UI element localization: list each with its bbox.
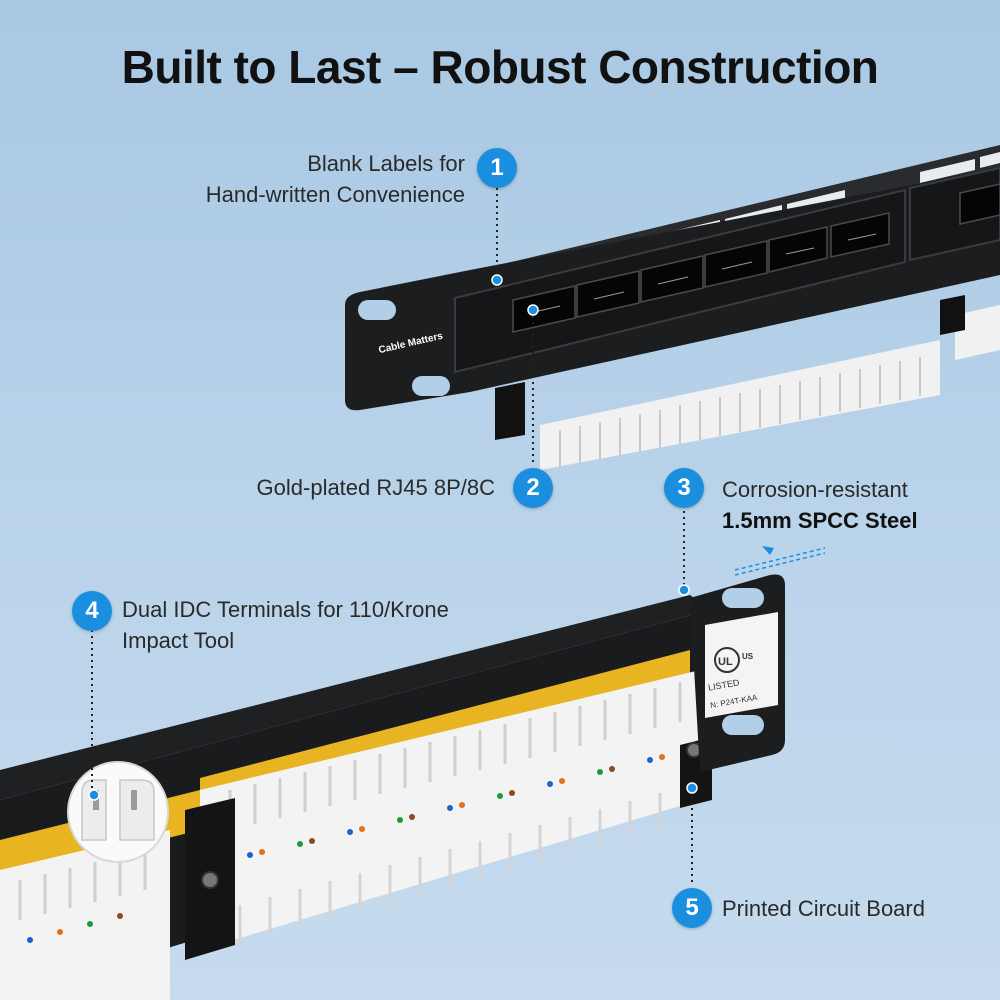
callout-5-badge: 5 [672,888,712,928]
callout-5-text: Printed Circuit Board [722,893,992,924]
callout-4-line-1: Dual IDC Terminals for 110/Krone [122,597,449,622]
idc-detail-magnifier [67,761,169,863]
leader-lines [91,188,693,885]
callout-4-text: Dual IDC Terminals for 110/Krone Impact … [122,594,542,656]
svg-text:UL: UL [718,656,733,668]
leader-dots [88,274,698,801]
callout-3-badge: 3 [664,468,704,508]
callout-2-line-1: Gold-plated RJ45 8P/8C [256,475,495,500]
callout-1-badge: 1 [477,148,517,188]
rj45-ports [512,183,1000,333]
callout-4-line-2: Impact Tool [122,628,235,653]
callout-1-line-2: Hand-written Convenience [205,182,465,207]
ul-region: US [742,652,754,661]
callout-2-badge: 2 [513,468,553,508]
callout-1-text: Blank Labels for Hand-written Convenienc… [160,148,465,210]
patch-panel-rear: UL [0,546,826,1000]
callout-3-line-2: 1.5mm SPCC Steel [722,505,992,536]
patch-panel-front [345,145,1000,470]
callout-3-text: Corrosion-resistant 1.5mm SPCC Steel [722,474,992,536]
callout-3-line-2-bold: 1.5mm SPCC Steel [722,508,918,533]
callout-5-line-1: Printed Circuit Board [722,896,925,921]
callout-1-line-1: Blank Labels for [307,151,465,176]
page-title: Built to Last – Robust Construction [121,41,879,93]
callout-4-badge: 4 [72,591,112,631]
callout-2-text: Gold-plated RJ45 8P/8C [190,472,495,503]
callout-3-line-1: Corrosion-resistant [722,477,908,502]
